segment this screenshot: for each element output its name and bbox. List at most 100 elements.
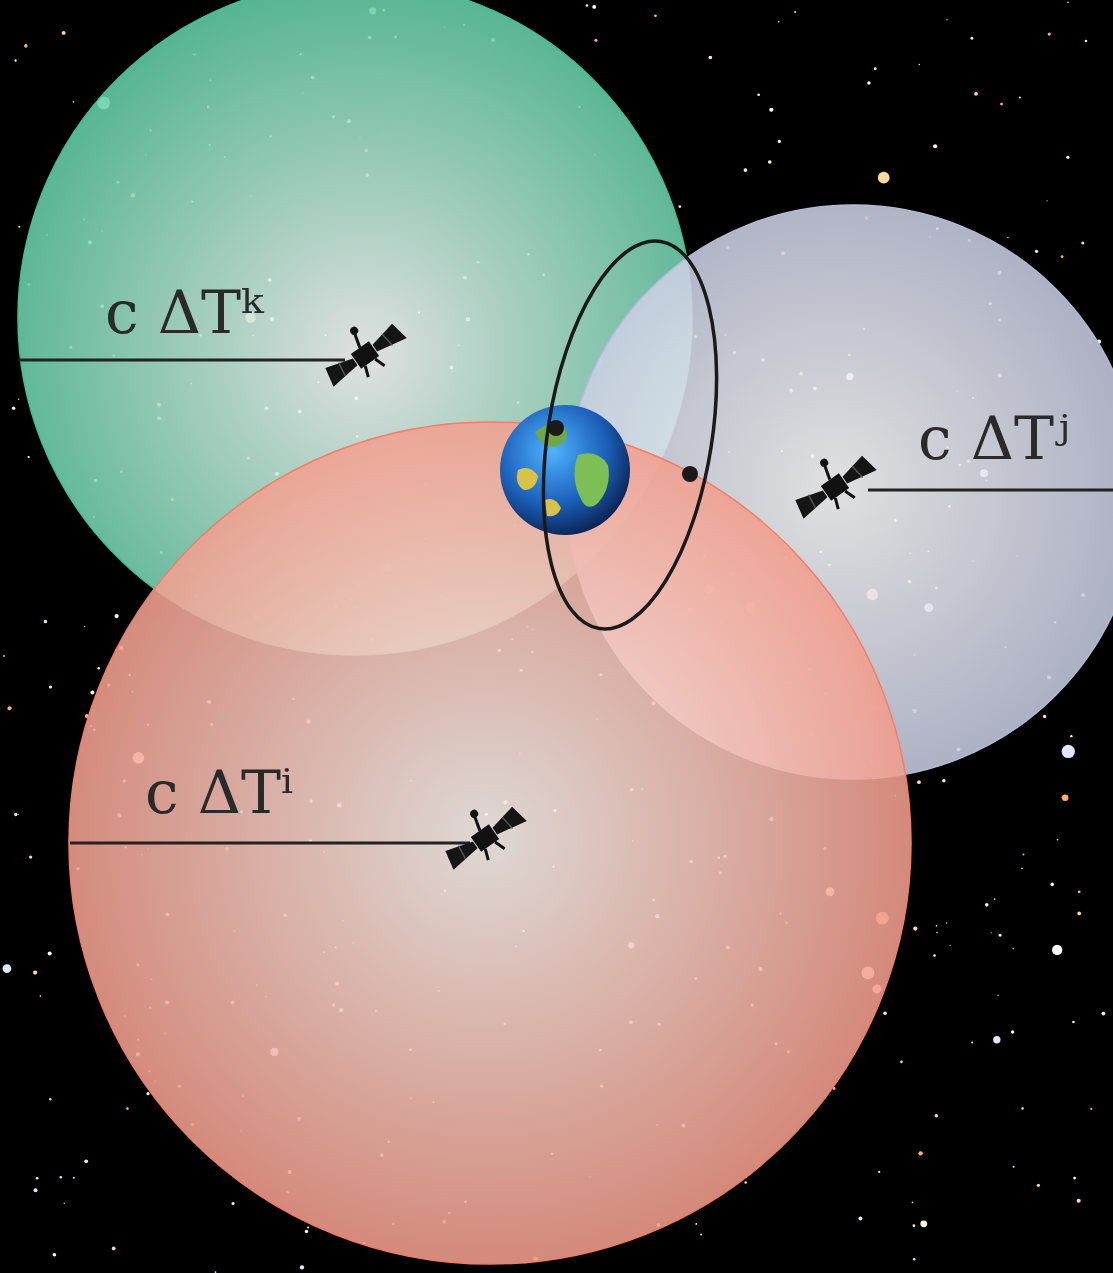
star xyxy=(778,21,780,23)
star xyxy=(1043,715,1046,718)
orbit xyxy=(518,229,741,642)
star xyxy=(769,108,773,112)
star xyxy=(946,922,947,923)
star xyxy=(768,160,772,164)
star xyxy=(115,614,119,618)
star xyxy=(1007,237,1008,238)
star xyxy=(305,1230,308,1233)
satellite-icon xyxy=(432,788,533,879)
star xyxy=(1035,250,1038,253)
star xyxy=(1061,255,1064,258)
star xyxy=(1067,1,1069,3)
star xyxy=(1072,1021,1075,1024)
star xyxy=(48,951,52,955)
star xyxy=(232,1202,235,1205)
star xyxy=(84,1159,88,1163)
star xyxy=(1046,200,1047,201)
star xyxy=(874,67,877,70)
star xyxy=(44,620,47,623)
star xyxy=(18,226,20,228)
star xyxy=(1066,156,1069,159)
star xyxy=(1081,241,1084,244)
star xyxy=(73,101,75,103)
star xyxy=(991,932,992,933)
star xyxy=(1077,912,1081,916)
range-label: c ΔTᵏ xyxy=(105,277,263,347)
radius-line xyxy=(868,489,1113,492)
star xyxy=(1070,735,1072,737)
star xyxy=(7,706,11,710)
star xyxy=(215,1271,217,1273)
label-holder: c ΔTʲ xyxy=(918,408,1070,468)
sphere-outline xyxy=(68,421,912,1265)
star xyxy=(744,168,748,172)
range-label: c ΔTʲ xyxy=(918,403,1070,473)
star xyxy=(878,172,890,184)
star xyxy=(1048,32,1051,35)
star xyxy=(1021,1107,1024,1110)
star xyxy=(1085,40,1088,43)
star xyxy=(3,964,12,973)
star xyxy=(1021,868,1023,870)
star xyxy=(878,1171,880,1173)
star xyxy=(912,1201,914,1203)
star xyxy=(60,1176,63,1179)
star xyxy=(918,1151,922,1155)
star xyxy=(84,626,85,627)
star xyxy=(918,64,920,66)
star xyxy=(1073,1177,1076,1180)
star xyxy=(778,140,781,143)
star xyxy=(146,1092,149,1095)
star xyxy=(1062,745,1075,758)
star xyxy=(695,1223,697,1225)
star xyxy=(1101,1012,1105,1016)
star xyxy=(49,1098,51,1100)
star xyxy=(936,932,937,933)
star xyxy=(49,685,52,688)
star xyxy=(936,925,938,927)
label-holder: c ΔTᵏ xyxy=(105,282,263,342)
satellite-icon xyxy=(782,437,883,528)
star xyxy=(34,1188,38,1192)
star xyxy=(858,1216,862,1220)
star xyxy=(935,1114,939,1118)
star xyxy=(73,1177,75,1179)
star xyxy=(14,813,17,816)
star xyxy=(950,945,951,946)
star xyxy=(12,406,15,409)
radius-line xyxy=(18,359,345,362)
star xyxy=(942,779,945,782)
sphere-fill xyxy=(69,422,911,1264)
star xyxy=(900,1061,903,1064)
range-sphere: c ΔTⁱ xyxy=(68,421,912,1265)
star xyxy=(586,4,589,7)
star xyxy=(994,898,996,900)
star xyxy=(126,1107,129,1110)
star xyxy=(920,1220,927,1227)
star xyxy=(3,655,5,657)
star xyxy=(28,456,30,458)
star xyxy=(913,926,917,930)
star xyxy=(1000,103,1003,106)
label-holder: c ΔTⁱ xyxy=(145,762,293,822)
star xyxy=(1013,948,1014,949)
star xyxy=(90,690,94,694)
star xyxy=(29,855,32,858)
star xyxy=(794,11,796,13)
star xyxy=(971,1041,973,1043)
star xyxy=(36,1177,39,1180)
star xyxy=(709,56,713,60)
star xyxy=(1037,1184,1040,1187)
star xyxy=(24,44,28,48)
star xyxy=(700,1233,702,1235)
star xyxy=(33,970,37,974)
star xyxy=(1022,854,1024,856)
star xyxy=(678,205,681,208)
star xyxy=(14,59,16,61)
star xyxy=(993,1036,1000,1043)
star xyxy=(1057,839,1059,841)
star xyxy=(112,1247,116,1251)
